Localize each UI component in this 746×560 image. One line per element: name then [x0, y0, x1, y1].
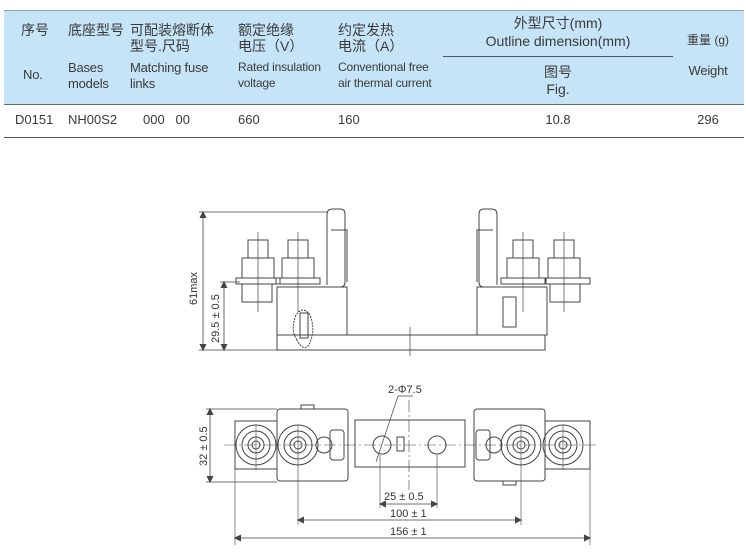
- header-fig-en: Fig.: [546, 81, 570, 97]
- header-model-en-1: Bases: [68, 60, 104, 75]
- cell-no: D0151: [15, 112, 54, 127]
- left-block: [276, 286, 348, 336]
- header-current-cn-2: 电流（A）: [338, 38, 404, 54]
- left-terminal-nuts: [235, 239, 321, 303]
- header-voltage-cn-1: 额定绝缘: [238, 22, 294, 38]
- header-voltage-en-2: voltage: [238, 76, 276, 90]
- header-current-en-2: air thermal current: [338, 76, 432, 90]
- header-fuse-cn-1: 可配装熔断体: [130, 22, 214, 38]
- header-no-en: No.: [23, 67, 43, 82]
- header-weight-cn: 重量 (g): [686, 33, 729, 47]
- dim-156: 156 ± 1: [390, 526, 427, 538]
- header-sub-rule: [443, 56, 673, 57]
- cell-weight: 296: [697, 112, 719, 127]
- header-dimension-en: Outline dimension(mm): [485, 33, 631, 49]
- header-weight-en: Weight: [688, 63, 728, 78]
- table-bottom-rule: [4, 137, 744, 138]
- header-model-en-2: models: [68, 76, 109, 91]
- right-slot: [502, 296, 517, 328]
- dim-25: 25 ± 0.5: [384, 491, 424, 503]
- header-current-cn-1: 约定发热: [338, 22, 394, 38]
- left-spring-clip: [326, 208, 346, 288]
- header-voltage-en-1: Rated insulation: [238, 60, 321, 74]
- cell-fuse: 000 00: [143, 112, 190, 127]
- header-model-cn: 底座型号: [68, 22, 124, 38]
- header-fig-cn: 图号: [544, 64, 572, 80]
- right-block: [476, 286, 548, 336]
- hole-label: 2-Φ7.5: [388, 384, 422, 396]
- header-voltage-cn-2: 电压（V）: [238, 38, 304, 54]
- center-plate: [354, 419, 466, 468]
- dim-32: 32 ± 0.5: [198, 426, 210, 466]
- right-spring-clip: [478, 208, 498, 288]
- dim-100: 100 ± 1: [390, 508, 427, 520]
- table-header: [4, 10, 744, 105]
- header-no-cn: 序号: [21, 22, 49, 38]
- header-current-en-1: Conventional free: [338, 60, 429, 74]
- cell-voltage: 660: [238, 112, 260, 127]
- right-terminal-nuts: [500, 239, 591, 303]
- header-fuse-en-2: links: [130, 76, 156, 91]
- side-view: 61max 29.5 ± 0.5: [188, 208, 591, 356]
- header-fuse-en-1: Matching fuse: [130, 60, 209, 75]
- dim-29-5: 29.5 ± 0.5: [210, 294, 222, 343]
- cell-model: NH00S2: [68, 112, 118, 127]
- base-plate: [276, 334, 546, 351]
- header-fuse-cn-2: 型号.尺码: [130, 38, 190, 54]
- left-screw-hole: [292, 309, 314, 349]
- cell-current: 160: [338, 112, 360, 127]
- dim-61max: 61max: [188, 271, 200, 305]
- header-dimension-cn: 外型尺寸(mm): [513, 15, 603, 31]
- cell-fig: 10.8: [545, 112, 571, 127]
- plan-view: 2-Φ7.5 32 ± 0.5 25 ± 0.5 100 ± 1 156 ± 1: [198, 384, 596, 545]
